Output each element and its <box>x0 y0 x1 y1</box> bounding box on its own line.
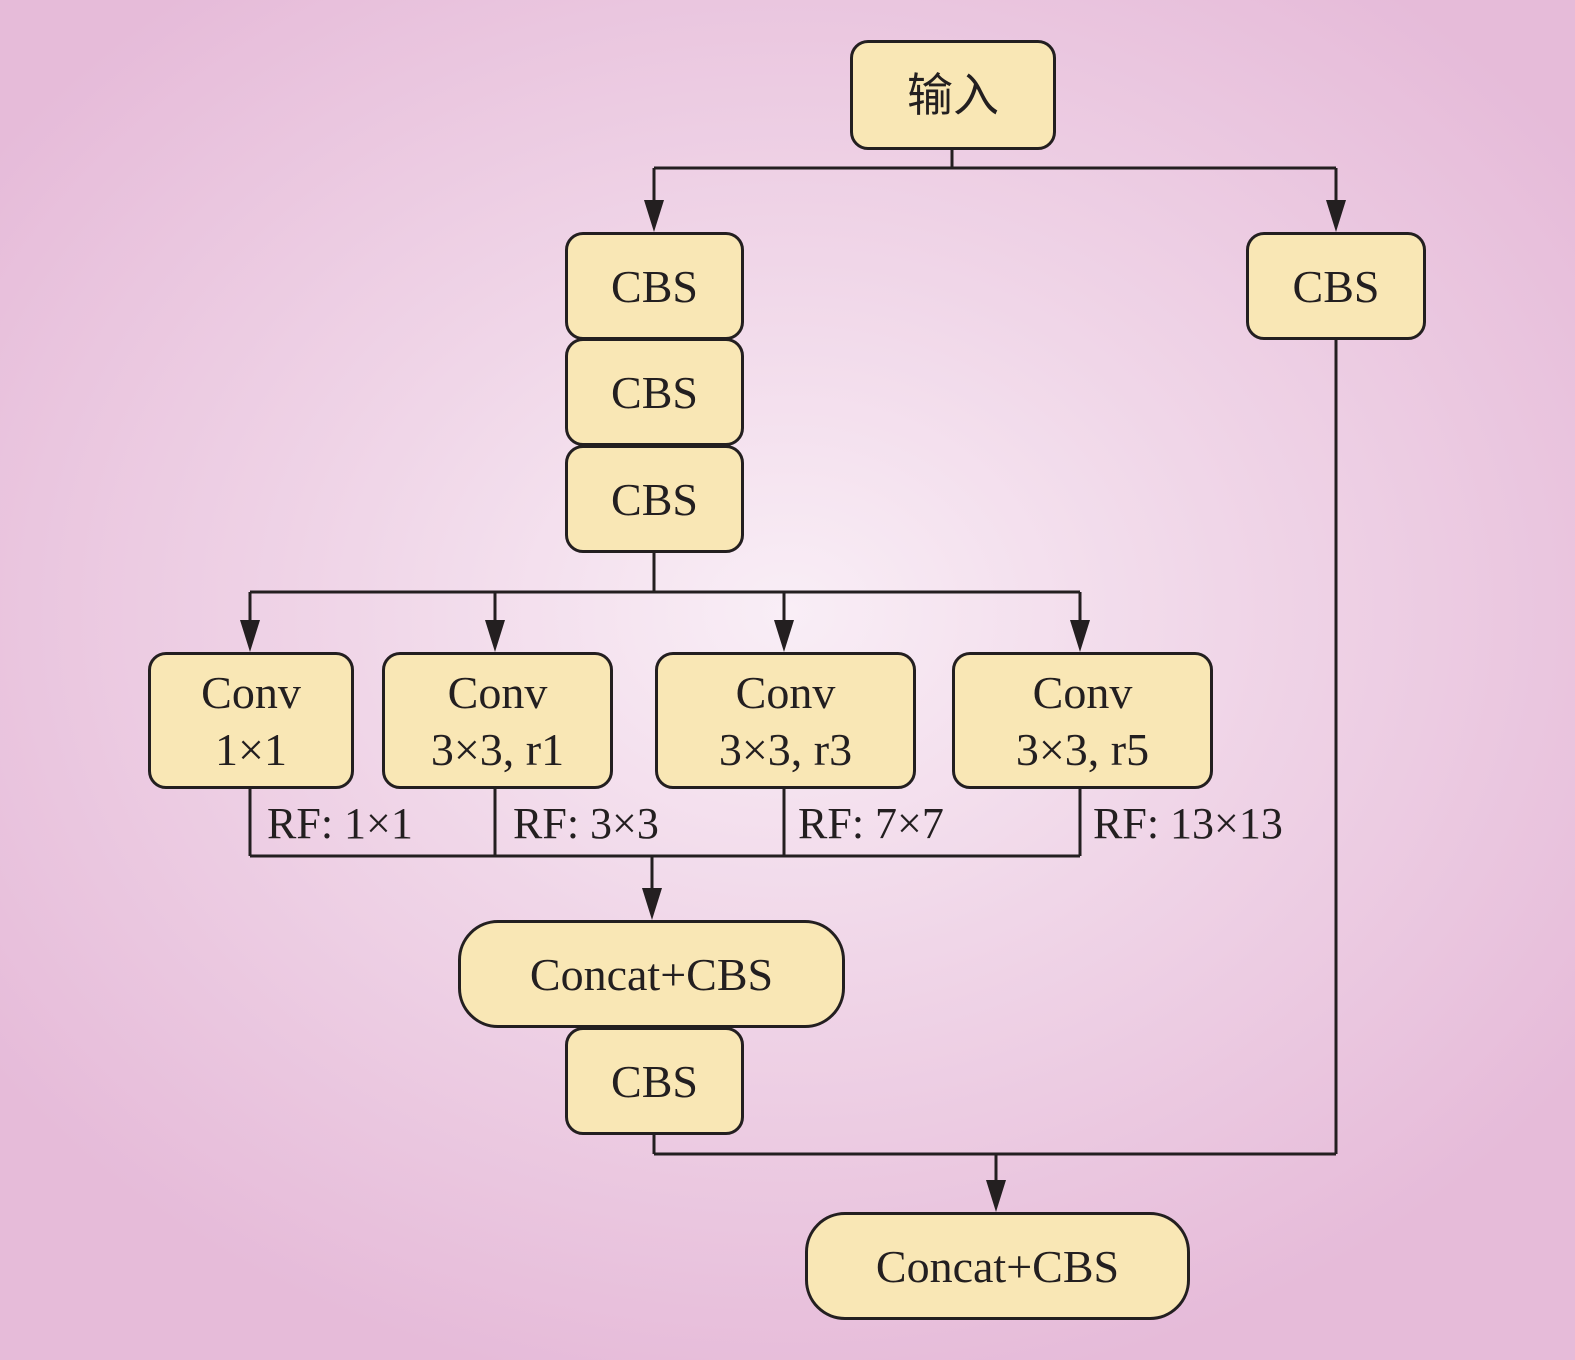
cbs-label: CBS <box>611 260 698 312</box>
cbs-label: CBS <box>1292 260 1380 312</box>
arrowhead-concat-2 <box>986 1180 1006 1212</box>
conv-kernel-label: 1×1 <box>215 723 287 775</box>
cbs-label: CBS <box>611 473 698 525</box>
cbs-node-4: CBS <box>565 1027 744 1135</box>
arrowhead-conv-d <box>1070 620 1090 652</box>
concat-cbs-node-1: Concat+CBS <box>458 920 845 1028</box>
arrowhead-conv-a <box>240 620 260 652</box>
input-node: 输入 <box>850 40 1056 150</box>
arrowhead-concat-1 <box>642 888 662 920</box>
conv-node-3x3-r1: Conv 3×3, r1 <box>382 652 613 789</box>
rf-label-3: RF: 7×7 <box>798 799 944 848</box>
concat-cbs-node-2: Concat+CBS <box>805 1212 1190 1320</box>
input-label: 输入 <box>907 69 999 121</box>
rf-label-1: RF: 1×1 <box>267 799 413 848</box>
conv-node-3x3-r3: Conv 3×3, r3 <box>655 652 916 789</box>
arrowhead-cbs-1 <box>644 200 664 232</box>
arrowhead-conv-b <box>485 620 505 652</box>
cbs-node-3: CBS <box>565 445 744 553</box>
conv-label: Conv <box>447 666 548 718</box>
cbs-node-1: CBS <box>565 232 744 340</box>
arrowhead-cbs-right <box>1326 200 1346 232</box>
conv-node-3x3-r5: Conv 3×3, r5 <box>952 652 1213 789</box>
conv-node-1x1: Conv 1×1 <box>148 652 354 789</box>
cbs-node-2: CBS <box>565 338 744 446</box>
concat-cbs-label: Concat+CBS <box>529 948 774 1000</box>
arrowhead-conv-c <box>774 620 794 652</box>
rf-label-2: RF: 3×3 <box>513 799 659 848</box>
conv-kernel-label: 3×3, r5 <box>1015 723 1150 775</box>
concat-cbs-label: Concat+CBS <box>875 1240 1120 1292</box>
conv-label: Conv <box>735 666 836 718</box>
rf-label-4: RF: 13×13 <box>1093 799 1283 848</box>
cbs-label: CBS <box>611 366 698 418</box>
conv-label: Conv <box>1032 666 1133 718</box>
cbs-label: CBS <box>611 1055 698 1107</box>
conv-kernel-label: 3×3, r3 <box>718 723 853 775</box>
conv-label: Conv <box>201 666 301 718</box>
conv-kernel-label: 3×3, r1 <box>430 723 565 775</box>
cbs-node-right: CBS <box>1246 232 1426 340</box>
